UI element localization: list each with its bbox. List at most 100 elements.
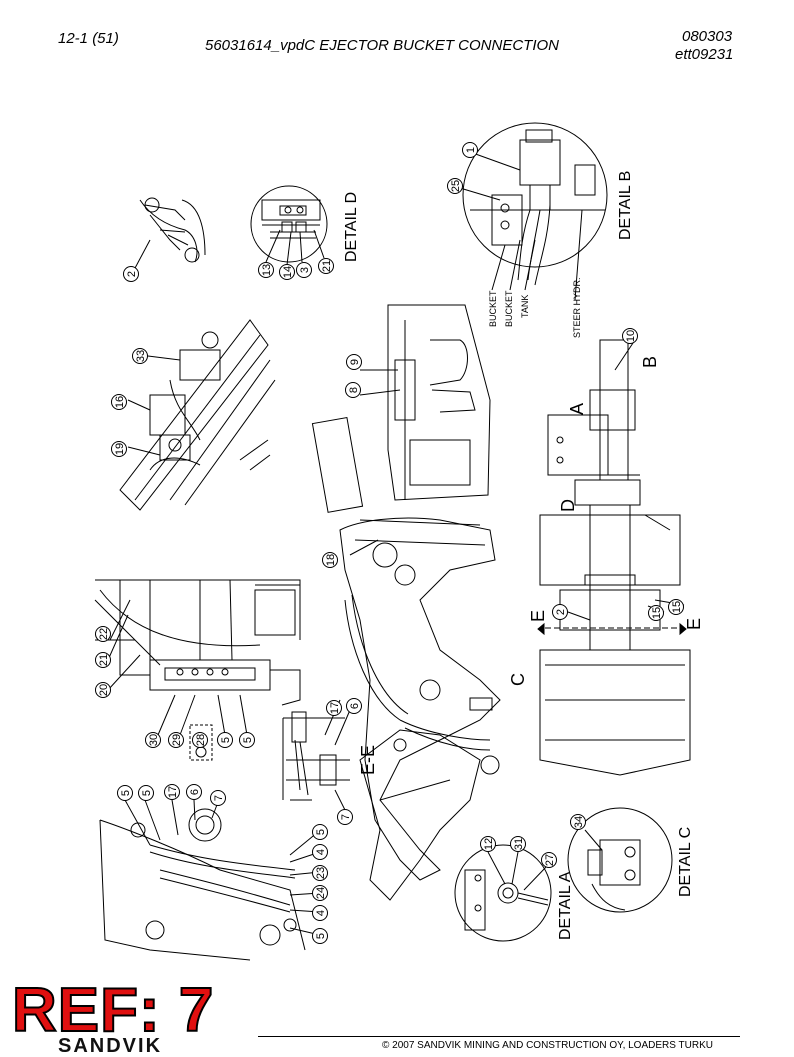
svg-text:12: 12 — [483, 838, 495, 850]
detail-c-view — [567, 807, 673, 913]
view-top-left — [133, 197, 206, 271]
balloon-r15b: 15 — [668, 599, 684, 615]
balloon-b25: 25 — [447, 178, 463, 194]
footer-copyright: © 2007 SANDVIK MINING AND CONSTRUCTION O… — [382, 1040, 713, 1051]
view-letter-e1: E — [528, 610, 548, 622]
view-section-e-e — [282, 699, 351, 811]
view-right-top — [537, 339, 691, 776]
svg-text:17: 17 — [329, 702, 341, 714]
svg-text:4: 4 — [315, 910, 327, 916]
page-reference: 12-1 (51) — [58, 30, 119, 47]
balloon-l5d: 5 — [312, 928, 328, 944]
balloon-l7: 7 — [210, 790, 226, 806]
view-lower-left — [99, 799, 321, 961]
label-detail-b: DETAIL B — [617, 171, 634, 240]
view-upper-left-mechanism — [119, 319, 276, 511]
balloon-v5b: 5 — [239, 732, 255, 748]
svg-text:22: 22 — [98, 628, 110, 640]
balloon-l4b: 4 — [312, 905, 328, 921]
svg-text:21: 21 — [321, 260, 333, 272]
view-letter-c: C — [508, 673, 528, 686]
svg-text:24: 24 — [315, 887, 327, 899]
balloon-m18: 18 — [322, 552, 338, 568]
balloon-b1: 1 — [462, 142, 478, 158]
svg-text:1: 1 — [465, 147, 477, 153]
balloon-m8: 8 — [345, 382, 361, 398]
svg-text:5: 5 — [242, 737, 254, 743]
detail-a-view — [454, 844, 552, 942]
svg-text:7: 7 — [340, 814, 352, 820]
port-label-tank: TANK — [520, 295, 530, 318]
balloon-l17: 17 — [164, 784, 180, 800]
svg-text:27: 27 — [544, 854, 556, 866]
svg-text:8: 8 — [348, 387, 360, 393]
balloon-a31: 31 — [510, 836, 526, 852]
balloon-v5a: 5 — [217, 732, 233, 748]
drawing-title: 56031614_vpdC EJECTOR BUCKET CONNECTION — [205, 37, 560, 54]
balloon-l24: 24 — [312, 885, 328, 901]
svg-text:5: 5 — [141, 790, 153, 796]
balloon-v29: 29 — [168, 732, 184, 748]
svg-text:15: 15 — [651, 607, 663, 619]
balloon-l5c: 5 — [312, 824, 328, 840]
svg-text:18: 18 — [325, 554, 337, 566]
svg-text:16: 16 — [114, 396, 126, 408]
view-left-middle — [94, 579, 301, 761]
label-detail-a: DETAIL A — [557, 871, 574, 940]
label-detail-d: DETAIL D — [343, 192, 360, 262]
svg-text:30: 30 — [148, 734, 160, 746]
balloon-d21: 21 — [318, 258, 334, 274]
svg-text:34: 34 — [573, 816, 585, 828]
svg-text:21: 21 — [98, 654, 110, 666]
port-label-bucket-2: BUCKET — [504, 290, 514, 327]
label-section-e-e: E-E — [358, 745, 378, 775]
balloons: 13 14 3 21 1 25 2 33 16 19 9 8 18 10 2 1… — [95, 142, 684, 944]
svg-text:25: 25 — [450, 180, 462, 192]
balloon-a27: 27 — [541, 852, 557, 868]
brand-logo-text: SANDVIK — [58, 1035, 163, 1057]
balloon-v28: 28 — [192, 732, 208, 748]
svg-text:6: 6 — [349, 703, 361, 709]
balloon-v21: 21 — [95, 652, 111, 668]
balloon-e7: 7 — [337, 809, 353, 825]
balloon-l5a: 5 — [117, 785, 133, 801]
view-main-loader-side — [311, 304, 501, 901]
detail-d-view — [250, 185, 328, 266]
svg-text:3: 3 — [299, 267, 311, 273]
svg-text:33: 33 — [135, 350, 147, 362]
svg-text:5: 5 — [220, 737, 232, 743]
svg-text:4: 4 — [315, 849, 327, 855]
svg-text:9: 9 — [349, 359, 361, 365]
svg-text:17: 17 — [167, 786, 179, 798]
svg-text:19: 19 — [114, 443, 126, 455]
balloon-e6: 6 — [346, 698, 362, 714]
svg-text:23: 23 — [315, 867, 327, 879]
port-label-bucket-1: BUCKET — [488, 290, 498, 327]
svg-text:28: 28 — [195, 734, 207, 746]
balloon-e17: 17 — [326, 700, 342, 716]
svg-text:10: 10 — [625, 330, 637, 342]
svg-text:20: 20 — [98, 684, 110, 696]
balloon-d14: 14 — [279, 264, 295, 280]
ref-watermark: REF: 7 — [11, 976, 215, 1045]
balloon-l6: 6 — [186, 784, 202, 800]
balloon-m9: 9 — [346, 354, 362, 370]
balloon-l23: 23 — [312, 865, 328, 881]
drawing-number: ett09231 — [675, 46, 734, 63]
balloon-r15a: 15 — [648, 605, 664, 621]
svg-text:7: 7 — [213, 795, 225, 801]
balloon-r10: 10 — [622, 328, 638, 344]
balloon-d13: 13 — [258, 262, 274, 278]
footer-rule — [258, 1036, 740, 1037]
svg-text:15: 15 — [671, 601, 683, 613]
svg-text:29: 29 — [171, 734, 183, 746]
view-letter-b: B — [640, 356, 660, 368]
label-detail-c: DETAIL C — [677, 827, 694, 897]
balloon-v22: 22 — [95, 626, 111, 642]
svg-text:5: 5 — [315, 933, 327, 939]
svg-text:31: 31 — [513, 838, 525, 850]
svg-text:2: 2 — [126, 271, 138, 277]
port-label-steer-hydr: STEER HYDR. — [572, 277, 582, 338]
balloon-tl2: 2 — [123, 266, 139, 282]
